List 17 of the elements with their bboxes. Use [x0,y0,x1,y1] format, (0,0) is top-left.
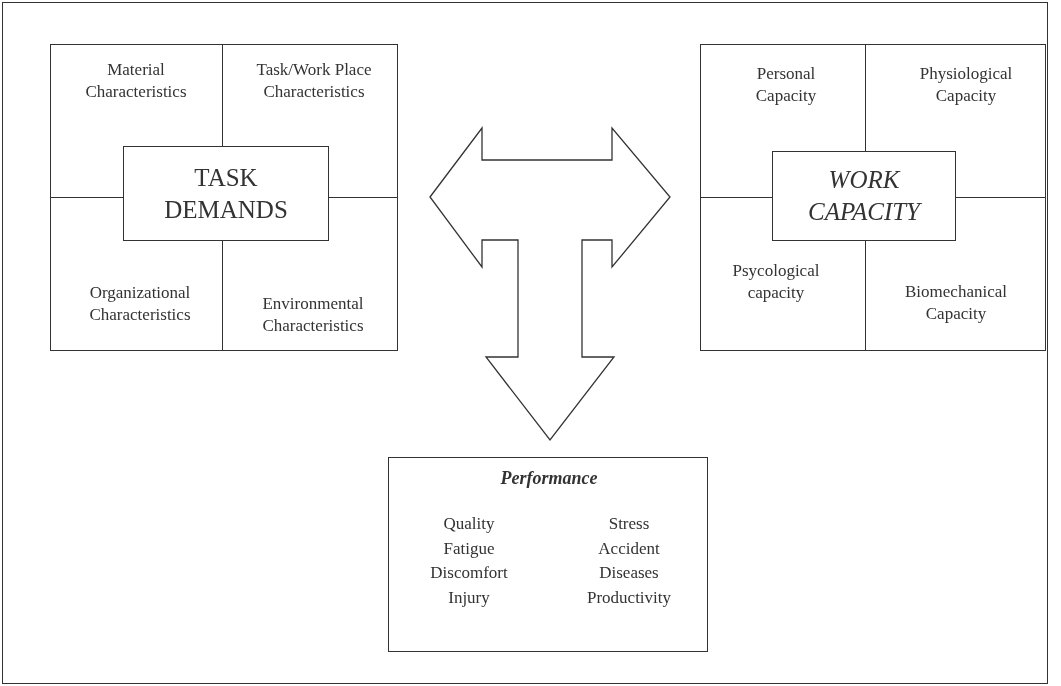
category-label: Physiological Capacity [901,63,1031,109]
category-label: Organizational Characteristics [55,282,225,328]
outcome-list: Quality Fatigue Discomfort Injury [429,512,509,610]
title-box: WORK CAPACITY [772,151,956,241]
outcome-list: Stress Accident Diseases Productivity [579,512,679,610]
quadrant-grid-box [700,44,1046,351]
category-label: Task/Work Place Characteristics [229,59,399,105]
category-label: Environmental Characteristics [233,293,393,339]
quadrant-grid-box [50,44,398,351]
category-label: Personal Capacity [731,63,841,109]
box-heading: Performance [499,468,599,489]
performance-box [388,457,708,652]
category-label: Biomechanical Capacity [881,281,1031,327]
title-box: TASK DEMANDS [123,146,329,241]
block-arrow [429,126,671,442]
category-label: Psycological capacity [711,260,841,306]
category-label: Material Characteristics [61,59,211,105]
